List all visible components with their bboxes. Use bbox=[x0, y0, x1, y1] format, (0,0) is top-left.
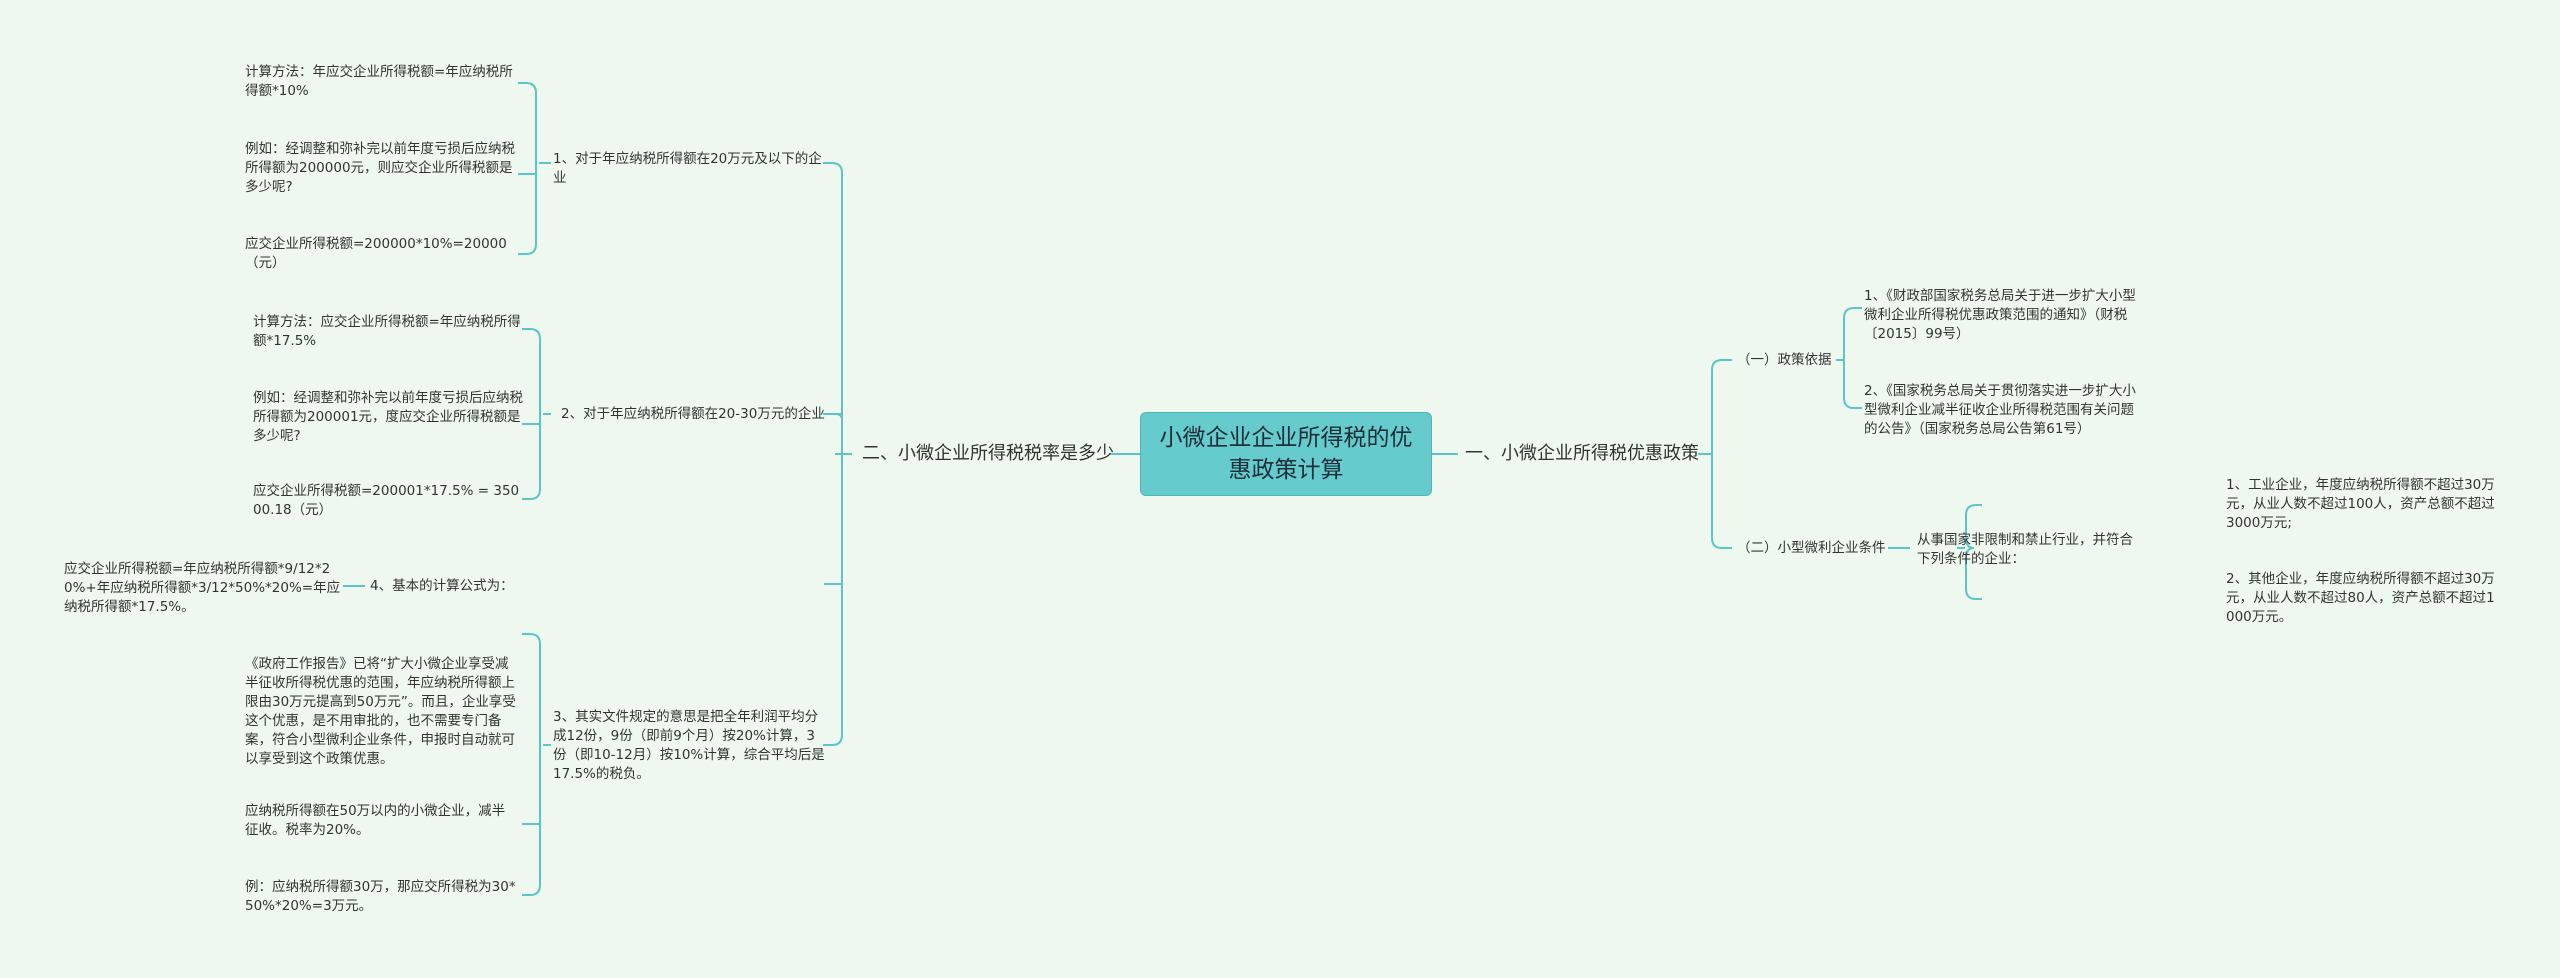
s2-bracket bbox=[522, 328, 551, 500]
root-topic[interactable]: 小微企业企业所得税的优惠政策计算 bbox=[1140, 412, 1432, 496]
conditions-item-1[interactable]: 1、工业企业，年度应纳税所得额不超过30万元，从业人数不超过100人，资产总额不… bbox=[2226, 477, 2495, 531]
s3-item-2[interactable]: 应纳税所得额在50万以内的小微企业，减半征收。税率为20%。 bbox=[245, 803, 506, 838]
s3-item-1[interactable]: 《政府工作报告》已将“扩大小微企业享受减半征收所得税优惠的范围，年应纳税所得额上… bbox=[245, 656, 516, 767]
right-main-bracket bbox=[1711, 359, 1732, 549]
s1-bracket bbox=[518, 82, 551, 255]
s4-topic[interactable]: 4、基本的计算公式为： bbox=[370, 578, 514, 594]
s3-bracket bbox=[522, 633, 551, 896]
policy-item-2[interactable]: 2、《国家税务总局关于贯彻落实进一步扩大小型微利企业减半征收企业所得税范围有关问… bbox=[1864, 383, 2136, 437]
s2-topic[interactable]: 2、对于年应纳税所得额在20-30万元的企业 bbox=[561, 406, 825, 422]
s1-item-1[interactable]: 计算方法：年应交企业所得税额=年应纳税所得额*10% bbox=[245, 64, 513, 99]
right-main-topic[interactable]: 一、小微企业所得税优惠政策 bbox=[1465, 443, 1699, 464]
s4-item-1[interactable]: 应交企业所得税额=年应纳税所得额*9/12*20%+年应纳税所得额*3/12*5… bbox=[64, 561, 341, 615]
left-main-topic[interactable]: 二、小微企业所得税税率是多少 bbox=[862, 443, 1114, 464]
s1-item-2[interactable]: 例如：经调整和弥补完以前年度亏损后应纳税所得额为200000元，则应交企业所得税… bbox=[245, 141, 515, 195]
policy-bracket bbox=[1836, 307, 1862, 409]
s1-item-3[interactable]: 应交企业所得税额=200000*10%=20000（元） bbox=[245, 236, 507, 271]
s1-topic[interactable]: 1、对于年应纳税所得额在20万元及以下的企业 bbox=[553, 151, 822, 186]
s2-item-1[interactable]: 计算方法：应交企业所得税额=年应纳税所得额*17.5% bbox=[253, 314, 521, 349]
s3-topic[interactable]: 3、其实文件规定的意思是把全年利润平均分成12份，9份（即前9个月）按20%计算… bbox=[553, 709, 825, 782]
s3-item-3[interactable]: 例：应纳税所得额30万，那应交所得税为30*50%*20%=3万元。 bbox=[245, 879, 516, 914]
conditions-item-2[interactable]: 2、其他企业，年度应纳税所得额不超过30万元，从业人数不超过80人，资产总额不超… bbox=[2226, 571, 2495, 625]
s2-item-2[interactable]: 例如：经调整和弥补完以前年度亏损后应纳税所得额为200001元，度应交企业所得税… bbox=[253, 390, 523, 444]
conditions-mid[interactable]: 从事国家非限制和禁止行业，并符合下列条件的企业： bbox=[1917, 532, 2133, 567]
policy-topic[interactable]: （一）政策依据 bbox=[1737, 352, 1832, 368]
conditions-bracket bbox=[1957, 504, 1982, 600]
s2-item-3[interactable]: 应交企业所得税额=200001*17.5% = 35000.18（元） bbox=[253, 483, 520, 518]
policy-item-1[interactable]: 1、《财政部国家税务总局关于进一步扩大小型微利企业所得税优惠政策范围的通知》（财… bbox=[1864, 288, 2136, 342]
conditions-topic[interactable]: （二）小型微利企业条件 bbox=[1737, 540, 1886, 556]
left-main-bracket bbox=[823, 162, 843, 746]
